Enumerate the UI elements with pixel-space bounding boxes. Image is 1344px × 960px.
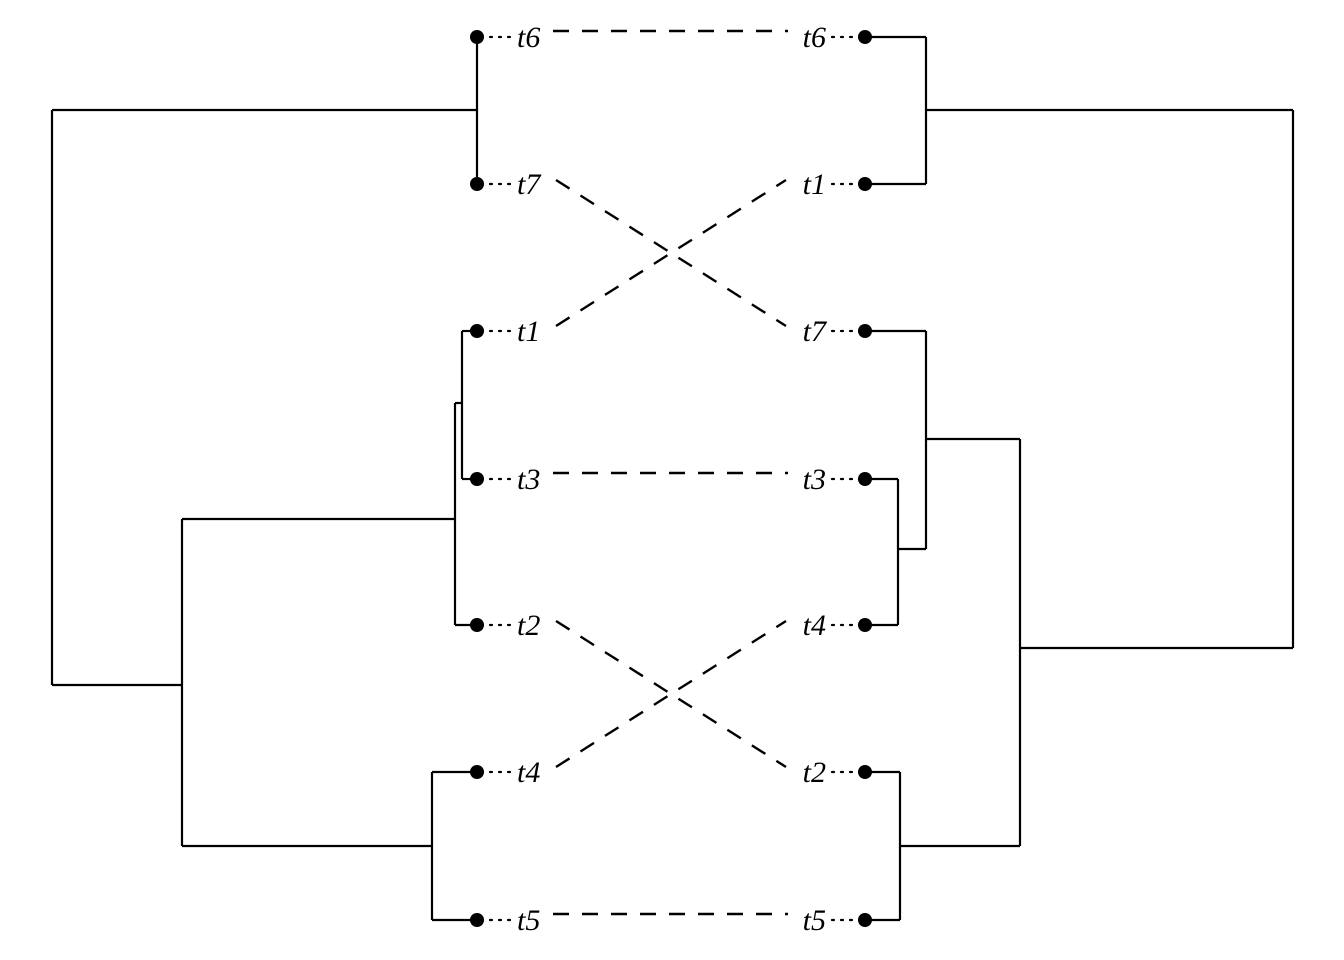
- tip-dot-right-row7: [858, 913, 872, 927]
- tip-dot-left-row3: [470, 324, 484, 338]
- tip-label-right-row4: t3: [803, 463, 826, 496]
- tip-label-right-row1: t6: [803, 21, 826, 54]
- tip-label-right-row7: t5: [803, 904, 826, 937]
- tip-label-right-row6: t2: [803, 756, 826, 789]
- tip-label-left-row4: t3: [517, 463, 540, 496]
- tip-label-left-row2: t7: [517, 168, 542, 201]
- tip-label-right-row5: t4: [803, 609, 826, 642]
- tangle-connectors: [553, 29, 788, 916]
- tip-dot-left-row1: [470, 30, 484, 44]
- tip-label-right-row3: t7: [803, 315, 828, 348]
- tip-dot-right-row6: [858, 765, 872, 779]
- left-tree-branches: [50, 37, 479, 922]
- tip-label-right-row2: t1: [803, 168, 826, 201]
- left-tip-labels: t6 t7 t1 t3 t2 t4 t5: [517, 21, 542, 937]
- tip-dot-left-row2: [470, 177, 484, 191]
- tip-dot-left-row5: [470, 618, 484, 632]
- tip-label-left-row6: t4: [517, 756, 540, 789]
- tip-label-left-row1: t6: [517, 21, 540, 54]
- tip-label-left-row7: t5: [517, 904, 540, 937]
- tip-dot-right-row1: [858, 30, 872, 44]
- tip-dot-right-row5: [858, 618, 872, 632]
- right-tree-branches: [865, 35, 1295, 922]
- tip-dot-right-row4: [858, 472, 872, 486]
- tip-label-left-row5: t2: [517, 609, 540, 642]
- tip-dots: [470, 30, 872, 927]
- tip-dot-left-row6: [470, 765, 484, 779]
- tip-dot-left-row4: [470, 472, 484, 486]
- tip-dot-right-row2: [858, 177, 872, 191]
- tip-dot-left-row7: [470, 913, 484, 927]
- tip-label-left-row3: t1: [517, 315, 540, 348]
- right-tip-labels: t6 t1 t7 t3 t4 t2 t5: [803, 21, 828, 937]
- tip-dot-right-row3: [858, 324, 872, 338]
